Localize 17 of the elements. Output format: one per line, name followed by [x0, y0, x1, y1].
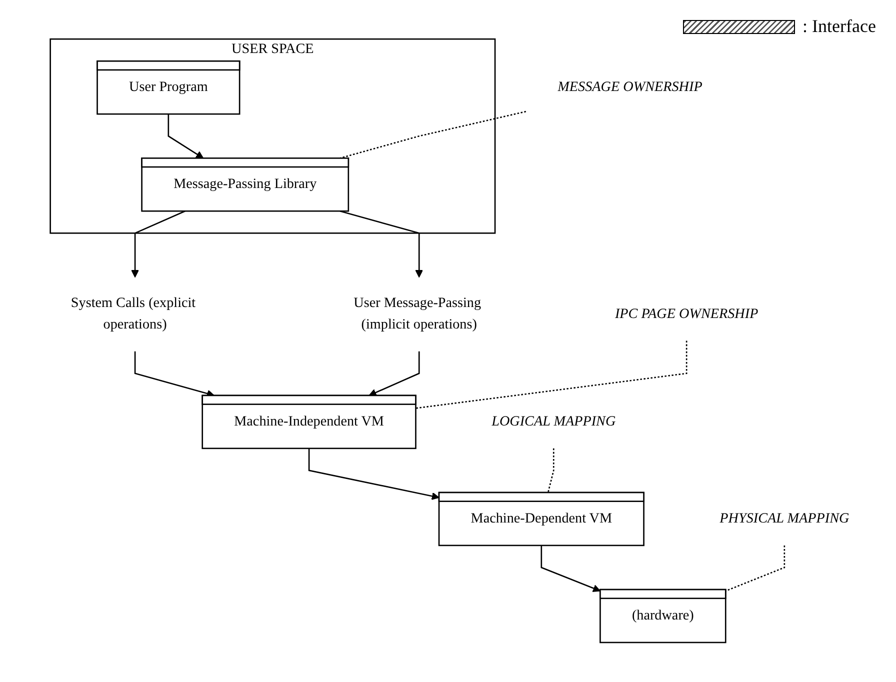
connector — [340, 111, 526, 160]
node-text: MESSAGE OWNERSHIP — [558, 80, 702, 95]
arrow — [131, 210, 186, 278]
arrow — [368, 352, 420, 396]
connector — [725, 546, 786, 592]
arrow — [308, 448, 440, 500]
arrow — [168, 114, 204, 159]
connector — [547, 448, 554, 493]
node-text: System Calls (explicit operations) — [70, 296, 196, 332]
node-text: User Message-Passing (implicit operations) — [354, 296, 482, 332]
connector — [416, 341, 688, 410]
node-text: PHYSICAL MAPPING — [720, 511, 850, 526]
legend-text: : Interface — [802, 16, 876, 37]
arrow — [340, 210, 423, 278]
node-text: LOGICAL MAPPING — [492, 414, 616, 430]
arrow — [540, 546, 601, 592]
node-text: IPC PAGE OWNERSHIP — [614, 306, 758, 322]
